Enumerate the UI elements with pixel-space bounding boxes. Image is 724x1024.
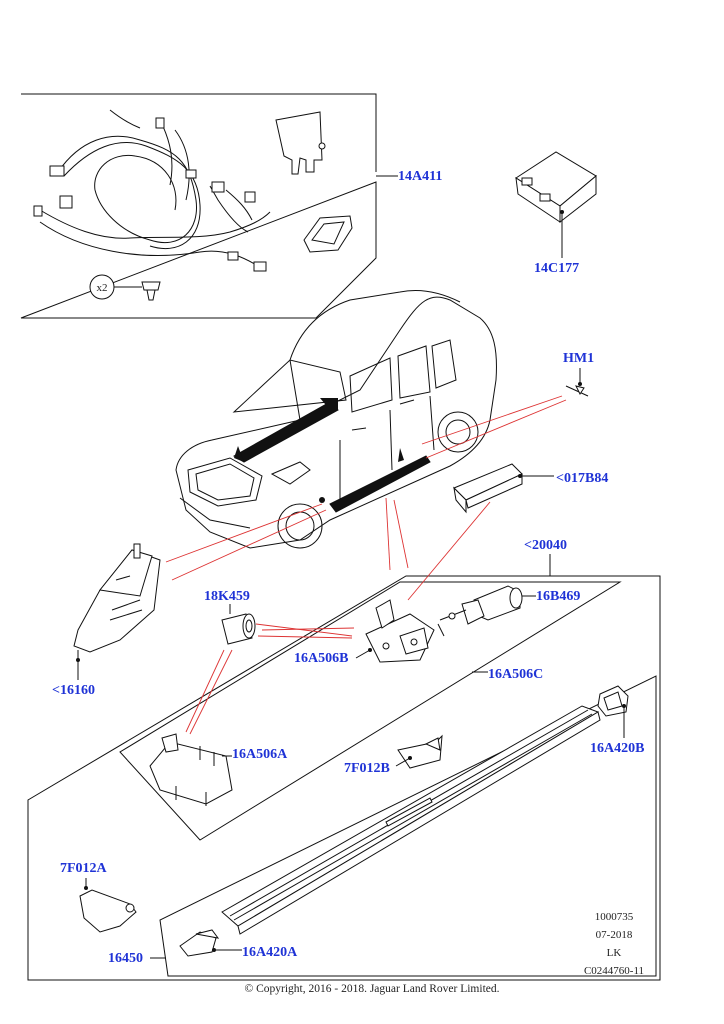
reference-date: 07-2018 [596,929,633,941]
label-16160[interactable]: <16160 [52,683,95,698]
quantity-text: x2 [97,282,108,294]
label-18K459[interactable]: 18K459 [204,589,250,604]
switch-bezel-icon [303,215,353,253]
label-7F012A[interactable]: 7F012A [60,861,108,876]
end-cap-bracket-a-icon [79,889,137,933]
label-20040[interactable]: <20040 [524,538,567,553]
label-14A411[interactable]: 14A411 [398,169,442,184]
front-end-cap-icon [179,929,220,957]
push-clip-icon [141,281,161,301]
fastener-icon [565,385,589,397]
vehicle-illustration [175,289,497,549]
mounting-bracket-icon [453,463,523,514]
label-16A506C[interactable]: 16A506C [488,667,543,682]
copyright-text: © Copyright, 2016 - 2018. Jaguar Land Ro… [245,983,500,995]
label-HM1[interactable]: HM1 [563,351,594,366]
label-16450[interactable]: 16450 [108,951,143,966]
wiring-kit-panel: x2 [20,93,377,319]
wiring-harness-illustration [33,109,271,272]
illustration-code: C0244760-11 [584,965,644,977]
bushing-icon [221,613,256,645]
bracket-plate-icon [275,111,323,175]
label-16B469[interactable]: 16B469 [536,589,580,604]
control-module-icon [515,151,597,224]
trim-cover-icon [73,543,161,653]
label-7F012B[interactable]: 7F012B [344,761,390,776]
deployment-linkage-icon [365,599,445,663]
reference-code: LK [607,947,622,959]
reference-number: 1000735 [595,911,634,923]
front-mount-bracket-icon [149,733,233,806]
label-16A506A[interactable]: 16A506A [232,747,288,762]
reference-block: 1000735 07-2018 LK C0244760-11 [584,911,644,977]
label-16A506B[interactable]: 16A506B [294,651,348,666]
drive-motor-icon [439,585,523,625]
running-board-icon [221,705,601,935]
label-017B84[interactable]: <017B84 [556,471,608,486]
label-14C177[interactable]: 14C177 [534,261,579,276]
label-16A420B[interactable]: 16A420B [590,741,644,756]
callout-lines [165,395,567,735]
end-cap-bracket-b-icon [397,734,443,769]
label-16A420A[interactable]: 16A420A [242,945,298,960]
quantity-badge: x2 [89,274,115,300]
